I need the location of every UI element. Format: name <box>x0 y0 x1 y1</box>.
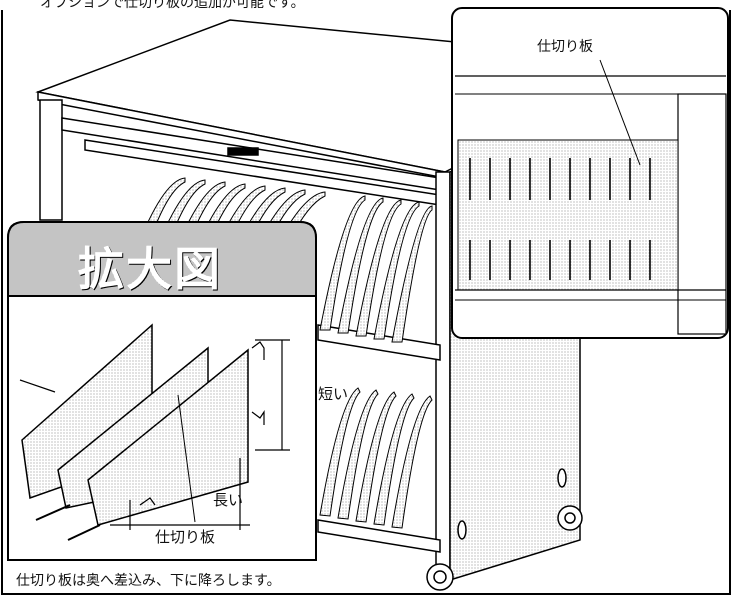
outer-frame <box>1 10 731 595</box>
zoom-panel <box>7 221 317 561</box>
bottom-caption: 仕切り板は奥へ差込み、下に降ろします。 <box>16 573 281 589</box>
label-divider: 仕切り板 <box>155 528 216 546</box>
label-short: 短い <box>318 385 349 403</box>
inset-detail-panel <box>451 7 729 339</box>
top-caption: オプションで仕切り板の追加が可能です。 <box>40 0 305 11</box>
zoom-title: 拡大図 <box>78 242 222 296</box>
lower-slot-dividers <box>319 387 433 529</box>
leader-line <box>19 379 56 393</box>
label-long: 長い <box>213 491 244 509</box>
inset-leader-line <box>599 59 641 166</box>
inset-label: 仕切り板 <box>537 39 593 55</box>
